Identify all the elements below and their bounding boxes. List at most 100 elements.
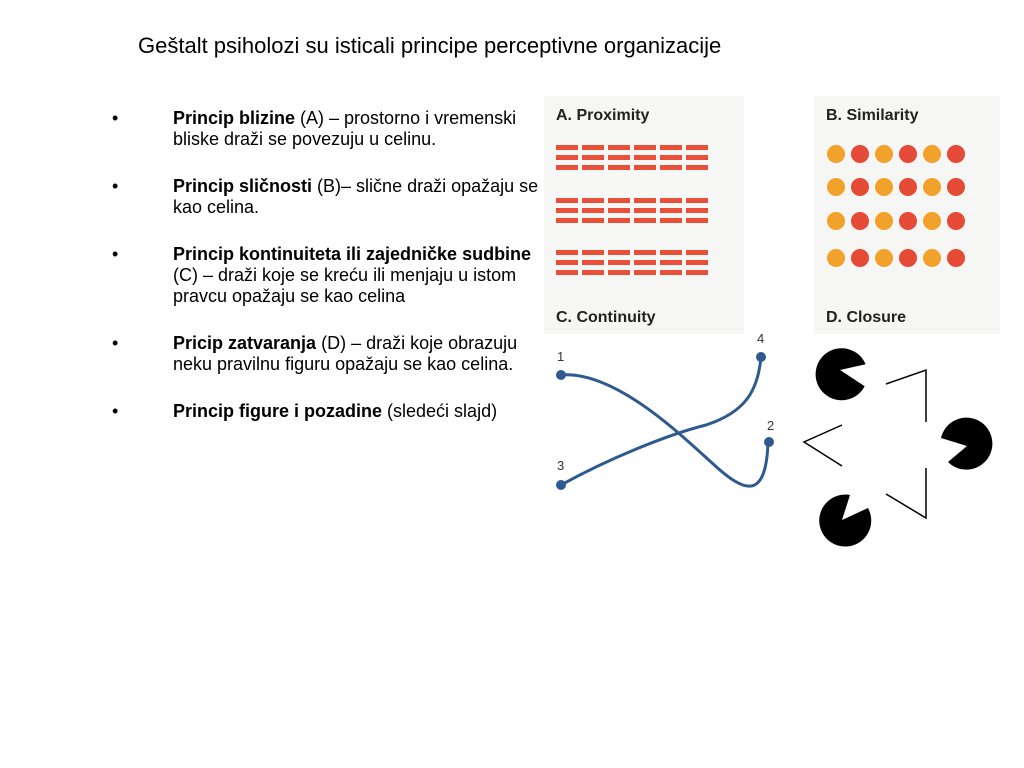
bullet-list: • Princip blizine (A) – prostorno i vrem… [112,108,540,448]
proximity-dash [608,250,630,255]
proximity-dashes [556,145,708,275]
continuity-point-4 [756,352,766,362]
proximity-dash [660,198,682,203]
continuity-label-1: 1 [557,349,564,364]
panel-d-label: D. Closure [826,309,906,326]
proximity-dash [686,260,708,265]
similarity-dot [923,212,941,230]
similarity-dot [827,178,845,196]
proximity-dash [686,198,708,203]
similarity-dot [923,178,941,196]
closure-triangle-left-corner [802,424,843,467]
proximity-dash [660,155,682,160]
proximity-dash [686,270,708,275]
proximity-dash [582,198,604,203]
proximity-dash [660,145,682,150]
proximity-dash [556,155,578,160]
continuity-label-3: 3 [557,458,564,473]
bullet-text: (D) – draži koje obrazuju neku pravilnu … [173,333,518,374]
proximity-dash [660,208,682,213]
proximity-dash [634,208,656,213]
similarity-dot [899,178,917,196]
panel-c-label: C. Continuity [556,309,656,326]
closure-pacman-top [815,348,866,401]
similarity-dot [875,212,893,230]
proximity-dash [556,198,578,203]
similarity-dot [827,212,845,230]
proximity-dash [686,218,708,223]
similarity-dot [827,249,845,267]
proximity-dash [660,250,682,255]
bullet-text: (B)– slične draži opažaju se kao celina. [173,176,539,217]
similarity-dot [827,145,845,163]
proximity-dash [634,250,656,255]
similarity-dot [875,249,893,267]
bullet-marker: • [112,401,119,421]
proximity-dash [582,250,604,255]
bullet-term: Princip kontinuiteta ili zajedničke sudb… [173,244,532,264]
proximity-dash [582,155,604,160]
bullet-text: (C) – draži koje se kreću ili menjaju u … [173,265,517,306]
similarity-dot [851,178,869,196]
proximity-dash [582,145,604,150]
continuity-curve-3-4 [560,356,763,487]
bullet-term: Princip figure i pozadine [173,401,383,421]
similarity-dot [899,249,917,267]
proximity-dash [634,198,656,203]
similarity-dot [947,178,965,196]
proximity-dash [608,155,630,160]
proximity-dash [660,165,682,170]
similarity-dot [899,212,917,230]
similarity-dot [875,145,893,163]
proximity-dash [556,270,578,275]
proximity-dash [556,165,578,170]
proximity-dash [608,198,630,203]
proximity-dash [556,218,578,223]
proximity-dash [582,218,604,223]
proximity-dash [634,145,656,150]
proximity-dash [634,155,656,160]
proximity-dash [556,208,578,213]
proximity-dash [634,165,656,170]
proximity-dash [660,260,682,265]
closure-pacman-bottom [819,494,872,547]
slide-title: Geštalt psiholozi su isticali principe p… [138,33,722,58]
continuity-curve-1-2 [560,373,770,488]
similarity-dot [947,145,965,163]
continuity-point-3 [556,480,566,490]
proximity-dash [660,270,682,275]
bullet-item-figure-ground: • Princip figure i pozadine (sledeći sla… [112,401,540,422]
similarity-dot [851,249,869,267]
proximity-dash [556,145,578,150]
closure-diagram [802,348,993,547]
gestalt-principles-figure: A. Proximity B. Similarity C. Continuity… [536,90,1004,560]
bullet-term: Princip blizine [173,108,296,128]
proximity-dash [634,218,656,223]
proximity-dash [686,155,708,160]
bullet-term: Princip sličnosti [173,176,313,196]
proximity-dash [608,208,630,213]
panel-a-label: A. Proximity [556,107,649,124]
similarity-dot [851,212,869,230]
proximity-dash [582,270,604,275]
similarity-dot [947,212,965,230]
continuity-label-4: 4 [757,331,764,346]
proximity-dash [608,145,630,150]
proximity-dash [686,208,708,213]
similarity-dot [923,249,941,267]
proximity-dash [634,270,656,275]
closure-triangle-top-corner [885,368,927,422]
proximity-dash [608,270,630,275]
proximity-dash [686,250,708,255]
proximity-dash [660,218,682,223]
bullet-marker: • [112,244,119,264]
bullet-text: (A) – prostorno i vremenski bliske draži… [173,108,517,149]
proximity-dash [608,260,630,265]
bullet-item-continuity: • Princip kontinuiteta ili zajedničke su… [112,244,540,307]
bullet-marker: • [112,108,119,128]
closure-pacman-right [941,417,993,470]
similarity-dot [851,145,869,163]
bullet-marker: • [112,333,119,353]
panel-b-label: B. Similarity [826,107,919,124]
bullet-term: Pricip zatvaranja [173,333,317,353]
